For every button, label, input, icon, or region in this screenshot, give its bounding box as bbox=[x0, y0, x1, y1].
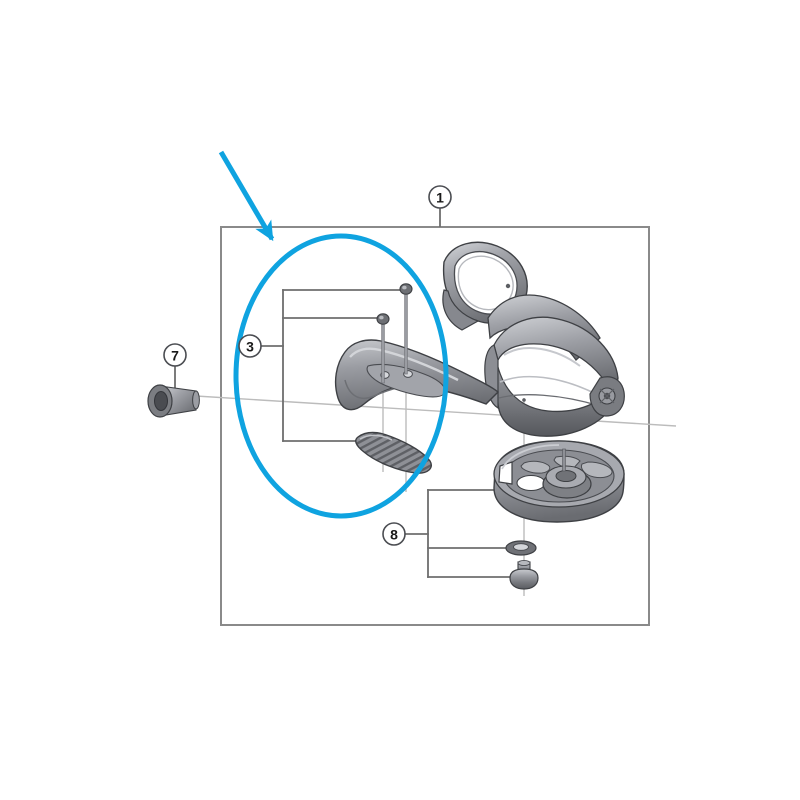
base-plate-rib-right bbox=[581, 461, 613, 479]
callout-8[interactable]: 8 bbox=[382, 522, 406, 546]
base-plate-rim-highlight bbox=[501, 444, 560, 470]
lever-pin-upper-head bbox=[399, 283, 413, 295]
rubber-grip-pad bbox=[355, 431, 432, 474]
callout-7-label: 7 bbox=[171, 348, 179, 364]
shifter-body bbox=[484, 294, 625, 437]
callout-8-circle[interactable] bbox=[382, 522, 406, 546]
clamp-bolt-hex-socket bbox=[154, 391, 168, 411]
callout-8-bracket bbox=[404, 489, 515, 578]
fixing-screw-head bbox=[509, 568, 539, 590]
washer bbox=[505, 540, 537, 556]
highlight-ellipse bbox=[233, 233, 449, 519]
fixing-screw bbox=[509, 559, 539, 590]
callout-7-circle[interactable] bbox=[163, 343, 187, 367]
base-plate-rib-left bbox=[520, 460, 551, 474]
callout-3-bracket bbox=[260, 289, 405, 442]
clamp-ring-inner-highlight bbox=[457, 255, 514, 311]
lever-pin-upper-glint bbox=[402, 285, 407, 290]
clamp-bolt-tip bbox=[192, 390, 200, 410]
rubber-grip-pad-surface bbox=[355, 431, 432, 474]
callout-1-circle[interactable] bbox=[428, 185, 452, 209]
shifter-body-pivot-mark bbox=[522, 398, 526, 402]
callout-7[interactable]: 7 bbox=[163, 343, 187, 367]
callout-3-circle[interactable] bbox=[238, 334, 262, 358]
lever-pin-lower-shaft bbox=[381, 320, 385, 384]
lever-pin-lower bbox=[376, 313, 390, 384]
base-plate bbox=[493, 440, 625, 523]
base-plate-notch bbox=[498, 461, 513, 485]
rubber-grip-pad-highlight bbox=[359, 434, 393, 441]
shifter-body-highlight-2 bbox=[499, 375, 597, 395]
base-plate-hub-bore bbox=[555, 470, 577, 482]
lever-pin-upper bbox=[399, 283, 413, 375]
callout-3[interactable]: 3 bbox=[238, 334, 262, 358]
callout-1[interactable]: 1 bbox=[428, 185, 452, 209]
highlight-arrow bbox=[218, 150, 275, 242]
lever-pin-upper-shaft bbox=[404, 291, 408, 375]
callout-1-label: 1 bbox=[436, 190, 444, 206]
clamp-ring-hole bbox=[505, 283, 511, 289]
callout-8-label: 8 bbox=[390, 527, 398, 543]
lever-pin-lower-head bbox=[376, 313, 390, 325]
washer-bore bbox=[513, 543, 529, 551]
shift-lever-top-highlight bbox=[349, 347, 459, 382]
shifter-body-shade-1 bbox=[498, 394, 601, 407]
base-plate-through-hole bbox=[516, 474, 546, 492]
clamp-ring-bore bbox=[453, 251, 518, 315]
shifter-body-highlight-1 bbox=[503, 347, 581, 367]
shifter-adjuster-slots bbox=[599, 388, 615, 404]
clamp-ring-lower-lug bbox=[442, 289, 480, 331]
callout-3-label: 3 bbox=[246, 339, 254, 355]
shifter-body-side bbox=[493, 344, 619, 437]
lever-pin-lower-glint bbox=[379, 315, 384, 320]
base-plate-post bbox=[562, 448, 566, 472]
fixing-screw-tip bbox=[517, 559, 531, 567]
clamp-bolt bbox=[147, 384, 200, 418]
